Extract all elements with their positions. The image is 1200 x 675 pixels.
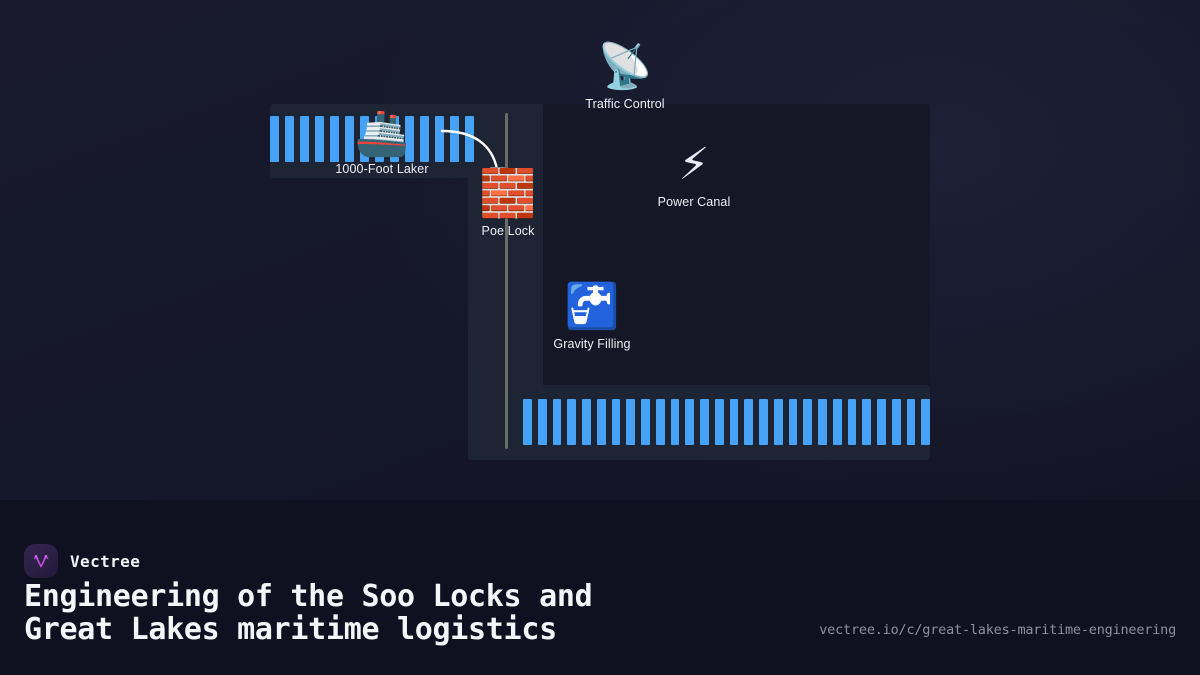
page-title: Engineering of the Soo Locks and Great L… (24, 580, 784, 646)
water-bar (567, 399, 576, 445)
water-bar (537, 399, 547, 445)
satellite-dish-icon: 📡 (597, 41, 653, 92)
water-bar (685, 399, 694, 445)
water-bar (405, 116, 414, 162)
water-bar (714, 399, 724, 445)
node-power-canal-label: Power Canal (657, 195, 731, 209)
water-bar (270, 116, 279, 162)
node-traffic-control[interactable]: 📡 Traffic Control (565, 41, 685, 112)
water-bar (670, 399, 680, 445)
water-bar (450, 116, 459, 162)
lock-gate-line (505, 113, 508, 449)
page-title-line2: Great Lakes maritime logistics (24, 612, 557, 647)
water-bar (285, 116, 294, 162)
footer-bar: Vectree Engineering of the Soo Locks and… (0, 500, 1200, 675)
node-poelock-label: Poe Lock (481, 224, 535, 238)
water-bar (818, 399, 827, 445)
page-title-line1: Engineering of the Soo Locks and (24, 579, 593, 614)
water-bar (921, 399, 930, 445)
water-bar (345, 116, 354, 162)
water-bar (420, 116, 429, 162)
brand: Vectree (24, 544, 140, 578)
brand-name: Vectree (70, 551, 141, 571)
node-gravity-filling[interactable]: 🚰 Gravity Filling (532, 281, 652, 352)
water-bar (744, 399, 753, 445)
water-bar (330, 116, 339, 162)
water-bar (360, 116, 369, 162)
upper-water-bars (270, 116, 486, 162)
ship-icon: 🚢 (354, 108, 410, 159)
node-traffic-control-label: Traffic Control (585, 97, 665, 111)
water-bar (300, 116, 309, 162)
water-bar (552, 399, 562, 445)
node-laker[interactable]: 🚢 1000-Foot Laker (322, 108, 442, 177)
systems-area-panel (543, 104, 930, 388)
water-bar (375, 116, 384, 162)
flow-arrow-laker-to-poelock (440, 129, 505, 183)
water-bar (596, 399, 606, 445)
water-bar (465, 116, 474, 162)
potable-water-icon: 🚰 (564, 281, 620, 332)
water-bar (582, 399, 591, 445)
water-bar (803, 399, 812, 445)
water-bar (877, 399, 886, 445)
water-bar (390, 116, 399, 162)
vectree-logo-icon (24, 544, 58, 578)
node-laker-label: 1000-Foot Laker (335, 162, 429, 176)
lower-water-bars (523, 399, 930, 445)
water-bar (641, 399, 650, 445)
brick-wall-icon: 🧱 (479, 166, 537, 220)
diagram-canvas: 🚢 1000-Foot Laker 🧱 Poe Lock 📡 Traffic C… (270, 41, 930, 460)
water-bar (655, 399, 665, 445)
water-bar (315, 116, 324, 162)
water-bar (700, 399, 709, 445)
source-url: vectree.io/c/great-lakes-maritime-engine… (819, 622, 1176, 638)
water-bar (891, 399, 901, 445)
water-bar (788, 399, 798, 445)
water-bar (626, 399, 635, 445)
water-bar (435, 116, 444, 162)
node-gravity-filling-label: Gravity Filling (553, 337, 631, 351)
water-bar (832, 399, 842, 445)
water-bar (729, 399, 739, 445)
water-bar (759, 399, 768, 445)
water-bar (611, 399, 621, 445)
node-poelock[interactable]: 🧱 Poe Lock (448, 170, 568, 238)
water-bar (906, 399, 916, 445)
water-bar (862, 399, 871, 445)
node-power-canal[interactable]: ⚡ Power Canal (634, 139, 754, 210)
water-bar (773, 399, 783, 445)
water-bar (523, 399, 532, 445)
water-bar (847, 399, 857, 445)
lightning-bolt-icon: ⚡ (678, 139, 710, 190)
